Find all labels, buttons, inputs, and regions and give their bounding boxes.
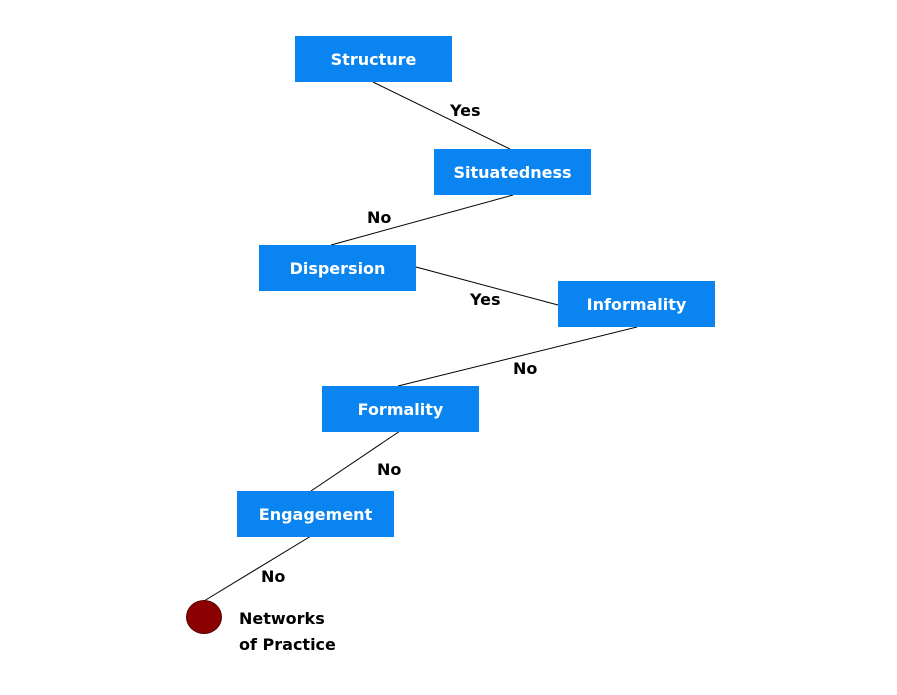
edge-label-engagement-terminal: No [261,567,286,586]
edge-dispersion-informality [415,266,559,306]
edge-label-situatedness-dispersion: No [367,208,392,227]
terminal-label-line2: of Practice [239,635,336,654]
node-dispersion: Dispersion [259,245,416,291]
edge-informality-formality [397,326,638,387]
terminal-node-dot [186,600,222,634]
edge-formality-engagement [310,430,401,492]
edge-structure-situatedness [372,81,511,150]
node-formality: Formality [322,386,479,432]
edge-label-structure-situatedness: Yes [450,101,481,120]
node-situatedness: Situatedness [434,149,591,195]
node-engagement: Engagement [237,491,394,537]
edge-label-dispersion-informality: Yes [470,290,501,309]
node-structure: Structure [295,36,452,82]
edge-label-formality-engagement: No [377,460,402,479]
node-informality: Informality [558,281,715,327]
edge-situatedness-dispersion [330,194,514,246]
terminal-label-line1: Networks [239,609,325,628]
edge-engagement-terminal [203,535,312,602]
edge-label-informality-formality: No [513,359,538,378]
terminal-label: Networks of Practice [239,606,336,658]
